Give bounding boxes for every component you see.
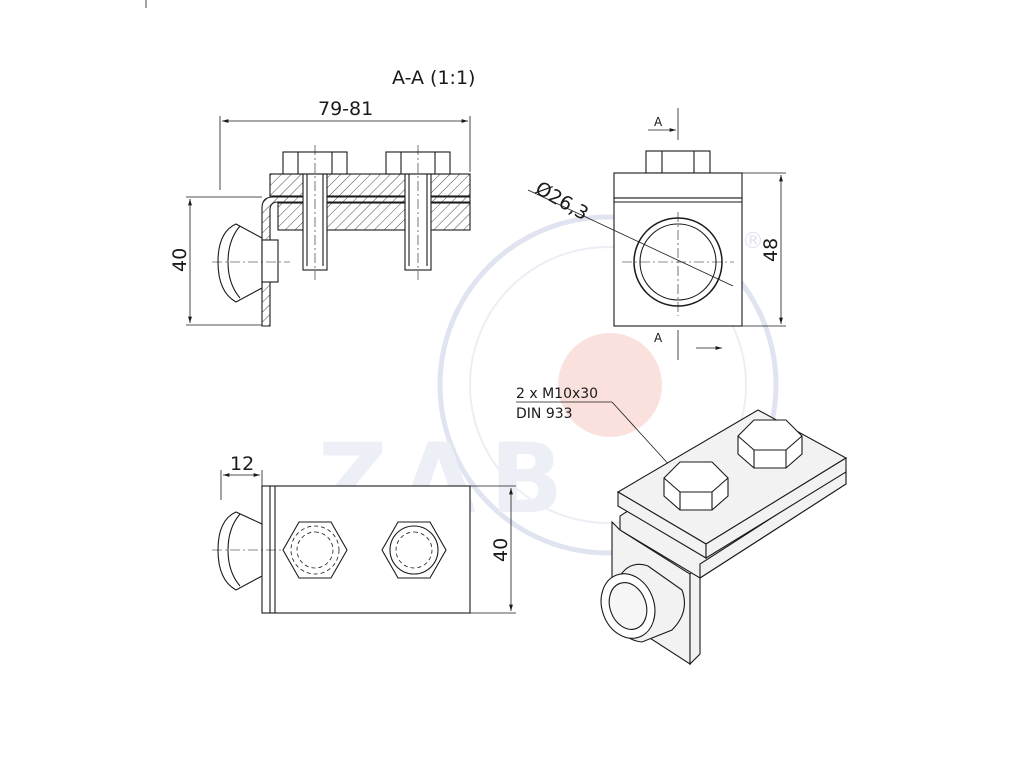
bottom-view: 12 40 (212, 453, 516, 614)
iso-rivet (600, 563, 685, 643)
bottom-rivet-head (217, 511, 263, 591)
watermark-registered-symbol: ® (742, 229, 764, 254)
callout-din-standard: DIN 933 (516, 406, 573, 422)
iso-hex-bolt-1 (663, 461, 729, 511)
dim-bottom-height: 40 (490, 538, 512, 562)
l-bracket-section (261, 196, 471, 327)
section-title: A-A (1:1) (392, 67, 475, 89)
dim-section-height: 40 (169, 248, 191, 272)
dim-diameter: Ø26,3 (532, 177, 593, 225)
watermark-red-dot (558, 333, 662, 437)
isometric-view: 2 x M10x30 DIN 933 (516, 386, 848, 666)
watermark-ring-inner (469, 246, 747, 524)
watermark-ring (437, 214, 779, 556)
hatched-top-plate (269, 173, 471, 197)
rivet-head-section (212, 223, 290, 303)
dim-front-height: 48 (760, 238, 782, 262)
bolt-2-section (385, 145, 451, 280)
front-top-plate (613, 172, 743, 199)
section-marker-top: A (654, 115, 663, 129)
bottom-hex-bolt-1 (282, 521, 348, 579)
front-bolt-head (645, 150, 711, 174)
section-view-a-a: A-A (1:1) 79-81 40 (169, 67, 475, 327)
dim-overall-length: 79-81 (318, 98, 373, 120)
dim-bottom-width: 12 (230, 453, 254, 475)
bolt-1-section (282, 145, 348, 280)
callout-bolt-spec: 2 x M10x30 (516, 386, 598, 402)
bottom-hex-bolt-2 (381, 521, 447, 579)
section-marker-bottom: A (654, 331, 663, 345)
iso-hex-bolt-2 (737, 419, 803, 469)
